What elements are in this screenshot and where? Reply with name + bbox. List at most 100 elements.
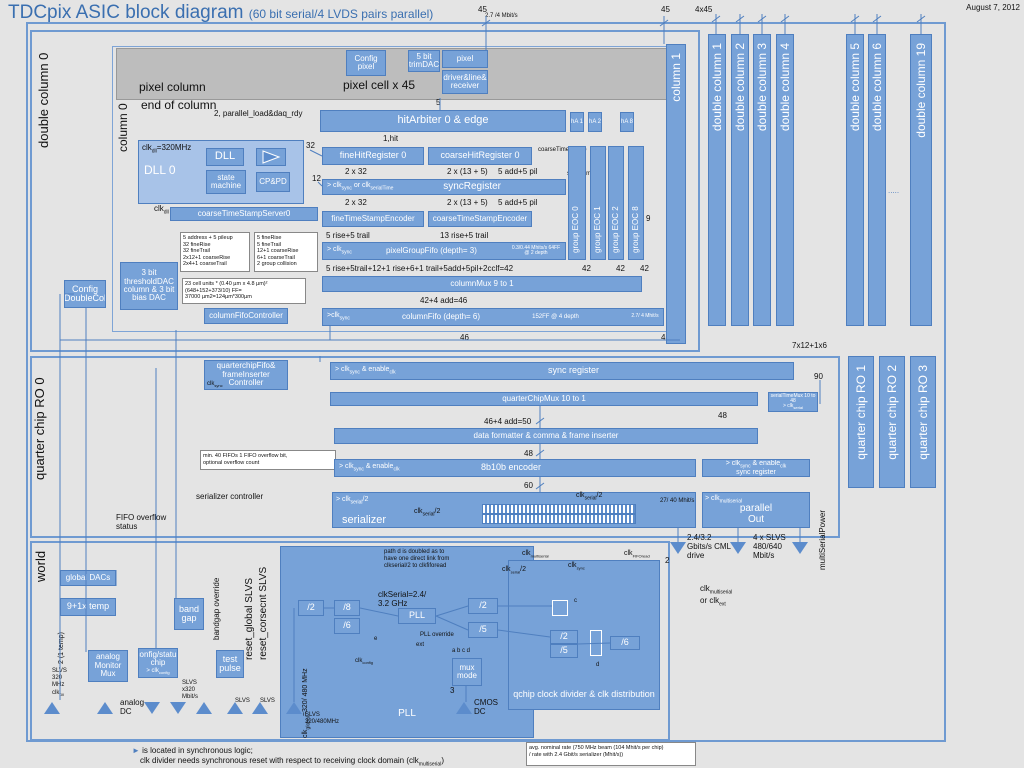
n32-label: 32: [306, 141, 315, 150]
pll-override-label: PLL override: [420, 632, 454, 638]
ext-label: ext: [416, 642, 425, 648]
qc-sync-register-block: > clksync & enableclk sync register: [330, 362, 794, 380]
top-rate-label: 2.7 /4 Mbit/s: [485, 13, 518, 19]
group-eoc-2-block: group EOC 2: [608, 146, 624, 260]
pixel-column-area: [116, 48, 670, 100]
reset-corsecnt-input-icon: [252, 702, 268, 714]
double-column-0-frame: [30, 30, 700, 352]
slvs4-label: 4 x SLVS 480/640 Mbit/s: [753, 533, 786, 560]
group-eoc-8-block: group EOC 8: [628, 146, 644, 260]
double-column-4-block: double column 4: [776, 34, 794, 326]
clk-serial2-label: clkserial/2: [502, 566, 526, 575]
cml-driver-icon: [670, 542, 686, 554]
div6-a-block: /6: [334, 618, 360, 634]
fine-timestamp-encoder-block: fineTimeStampEncoder: [322, 211, 424, 227]
hitarbiter-block: hitArbiter 0 & edge: [320, 110, 566, 132]
reset-global-input-icon: [227, 702, 243, 714]
n60-label: 60: [524, 481, 533, 490]
n2-label: 2: [665, 556, 670, 565]
test-pulse-block: test pulse: [216, 650, 244, 678]
quarter-chip-ro0-frame: [30, 356, 840, 538]
group-eoc-1-block: group EOC 1: [590, 146, 606, 260]
cppd-block: CP&PD: [256, 172, 290, 192]
encoder-label: 8b10b encoder: [480, 462, 541, 473]
quarter-chip-ro2-block: quarter chip RO 2: [879, 356, 905, 488]
sum-line-label: 5 rise+5trail+12+1 rise+6+1 trail+5add+5…: [326, 264, 514, 273]
shift-register-bar-2: [482, 514, 636, 524]
serializer-clk2-label: clkserial/2: [414, 508, 441, 518]
serialtime-mux-block: serialTimeMux 10 to 48 > clkserial: [768, 392, 818, 412]
label-d: d: [596, 662, 600, 668]
qc-sync-register-label: sync register: [547, 365, 599, 376]
pll-block: PLL: [280, 546, 534, 738]
pll-inner-block: PLL: [398, 608, 436, 624]
top-45-label: 45: [478, 5, 487, 14]
clk-config2-label: clkconfig: [355, 658, 374, 666]
state-machine-block: state machine: [206, 170, 246, 194]
div2-a-block: /2: [298, 600, 324, 616]
add5a-label: 5 add+5 pil: [498, 167, 538, 176]
two32b-label: 2 x 32: [345, 198, 367, 207]
driver-block: driver&line& receiver: [442, 70, 488, 94]
serializer-clk3-label: clkserial/2: [576, 492, 603, 502]
ha8-block: hA 8: [620, 112, 634, 132]
n48a-label: 48: [718, 411, 727, 420]
double-column-3-block: double column 3: [753, 34, 771, 326]
slvs320-label: SLVS 320 MHz: [52, 668, 67, 688]
sync-register-clk-label: > clksync or clkserialTime: [327, 182, 394, 192]
trail5-label: 5 rise+5 trail: [326, 231, 370, 240]
cml-label: 2.4/3.2 Gbits/s CML drive: [687, 533, 731, 560]
n9-label: 9: [646, 214, 651, 223]
x7-label: 7x12+1x6: [792, 341, 827, 350]
data-formatter-block: data formatter & comma & frame inserter: [334, 428, 758, 444]
config-status-chip-block: config/status chip > clkconfig: [138, 648, 178, 678]
div2-b-block: /2: [468, 598, 498, 614]
dll0-label: DLL 0: [144, 163, 176, 177]
qc-sync-register2-block: > clksync & enableclk sync register: [702, 459, 810, 477]
parallel-load-label: 2, parallel_load&daq_rdy: [214, 109, 303, 118]
mux-mode-block: mux mode: [452, 658, 482, 686]
pixel-column-label: pixel column: [139, 80, 206, 94]
n46a-label: 46: [460, 333, 469, 342]
config-clk-label: > clkconfig: [146, 667, 170, 675]
config-io-icon-2: [170, 702, 186, 714]
double-column-19-block: double column 19: [910, 34, 932, 326]
clk320-label: clkdll=320MHz: [142, 143, 192, 155]
clk-sync-world-label: clksync: [568, 562, 585, 571]
clkdll-input-icon: [44, 702, 60, 714]
fifo-overflow-status-label: FIFO overflow status: [116, 513, 167, 531]
n12-label: 12: [312, 174, 321, 183]
slvs-out-driver-icon-2: [792, 542, 808, 554]
abcd-label: a b c d: [452, 648, 471, 654]
n90-label: 90: [814, 372, 823, 381]
add50-label: 46+4 add=50: [484, 417, 532, 426]
div2-c-block: /2: [550, 630, 578, 644]
encoder-clk-label: > clksync & enableclk: [339, 463, 400, 473]
clk-multiserial2-label: clkmultiserial: [522, 550, 549, 559]
pixel-block: pixel: [442, 50, 488, 68]
clkglobal-input-icon: [286, 702, 302, 714]
buffer-triangle-icon: [262, 150, 281, 164]
n3-label: 3: [450, 686, 455, 695]
quarterchip-fifo-controller-block: quarterchipFifo& frameInserter Controlle…: [204, 360, 288, 390]
serializer-clk-label: > clkserial/2: [336, 496, 369, 506]
slvs-out-driver-icon: [730, 542, 746, 554]
qc-sync-register2-clk-label: > clksync & enableclk: [725, 459, 787, 469]
n42a-label: 42: [582, 264, 591, 273]
serialtime-mux-clk-label: > clkserial: [783, 403, 803, 411]
qc-clk-sync-label: clksync: [207, 381, 223, 389]
double-column-5-block: double column 5: [846, 34, 864, 326]
config-io-icon: [144, 702, 160, 714]
add46-label: 42+4 add=46: [420, 296, 468, 305]
div8-block: /8: [334, 600, 360, 616]
encoder-8b10b-block: > clksync & enableclk 8b10b encoder: [334, 459, 696, 477]
slvs-b-label: SLVS: [260, 698, 275, 704]
sync-arrow-icon: ►: [132, 746, 140, 755]
cmos-dc-input-icon: [456, 702, 472, 714]
dll-block: DLL: [206, 148, 244, 166]
threshold-dac-block: 3 bit thresholdDAC column & 3 bit bias D…: [120, 262, 178, 310]
n46b-label: 46: [661, 333, 670, 342]
column-fifo-controller-block: columnFifoController: [204, 308, 288, 324]
cmos-dc-label: CMOS DC: [474, 698, 498, 716]
footer-avg-note: avg. nominal rate (750 MHz beam (104 Mhi…: [526, 742, 696, 766]
